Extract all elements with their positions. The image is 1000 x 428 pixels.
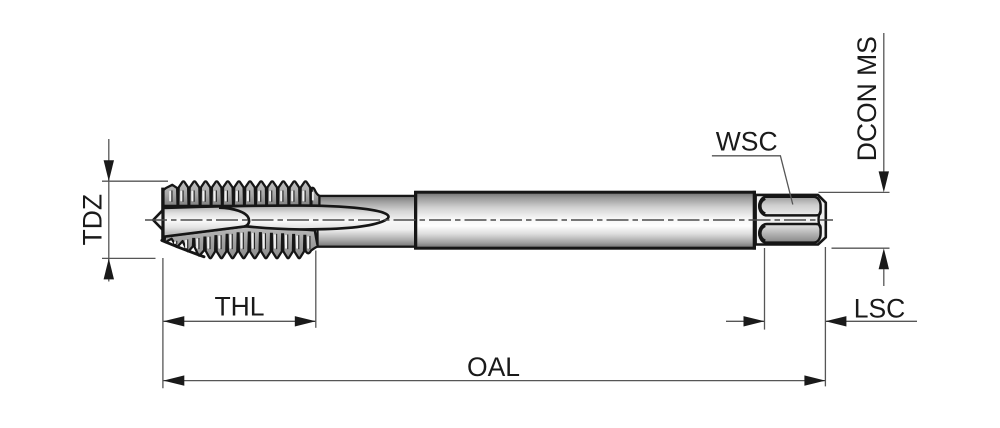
svg-text:DCON MS: DCON MS	[852, 36, 882, 161]
svg-text:LSC: LSC	[854, 293, 906, 323]
svg-text:WSC: WSC	[716, 126, 778, 156]
svg-text:THL: THL	[214, 292, 264, 322]
svg-text:TDZ: TDZ	[77, 194, 107, 246]
svg-text:OAL: OAL	[467, 352, 520, 382]
